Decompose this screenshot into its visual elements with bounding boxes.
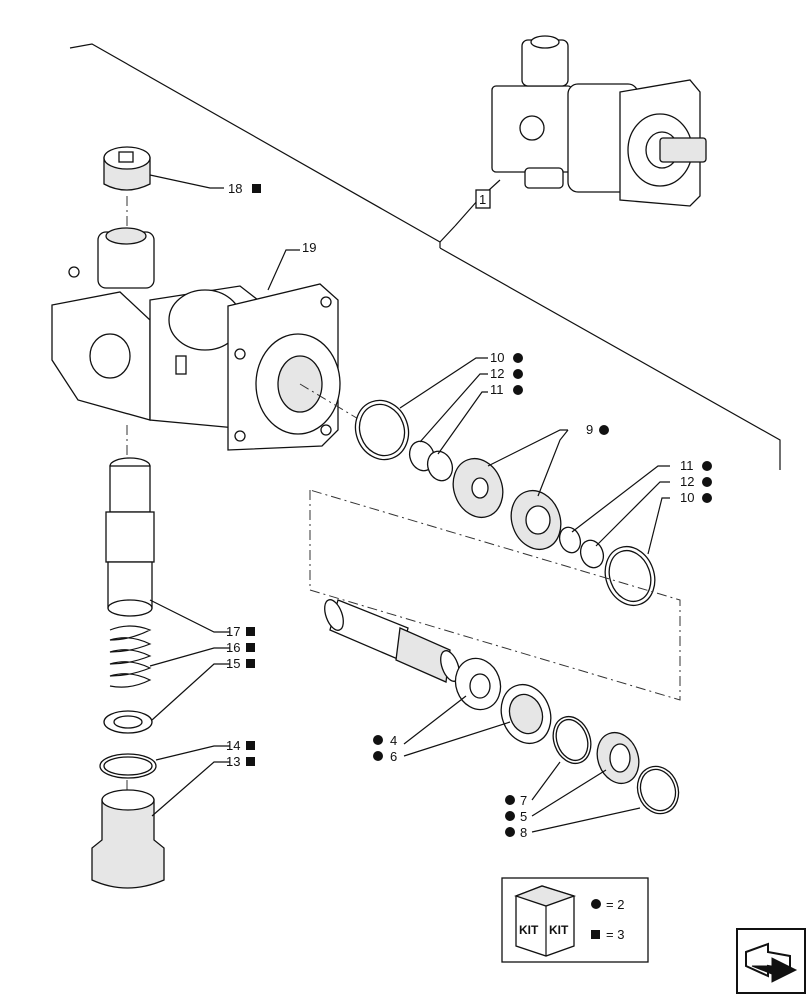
spring-part[interactable] — [109, 625, 152, 688]
callout-label: 7 — [520, 793, 527, 808]
callout-8[interactable]: 8 — [505, 825, 527, 840]
backup-ring-lower-part[interactable] — [556, 524, 584, 555]
callout-label: 13 — [226, 754, 240, 769]
filter-shaft-part[interactable] — [321, 597, 463, 684]
callout-label: 5 — [520, 809, 527, 824]
retaining-ring-part[interactable] — [631, 761, 685, 820]
next-page-button[interactable] — [736, 928, 806, 994]
callout-label: 11 — [490, 382, 504, 397]
callout-1[interactable]: 1 — [475, 189, 491, 209]
seal-ring-lower-part[interactable] — [597, 540, 663, 613]
callout-9[interactable]: 9 — [586, 422, 609, 437]
arrow-next-icon — [745, 942, 798, 983]
circle-marker-icon — [702, 461, 712, 471]
callout-label: 12 — [490, 366, 504, 381]
callout-7[interactable]: 7 — [505, 793, 527, 808]
callout-label: 8 — [520, 825, 527, 840]
bearing-seal-part[interactable] — [503, 484, 569, 557]
callout-label: 10 — [680, 490, 694, 505]
callout-12-lower[interactable]: 12 — [680, 474, 712, 489]
callout-label: 14 — [226, 738, 240, 753]
assembly-boundary — [69, 43, 781, 470]
square-marker-icon — [246, 643, 255, 652]
square-marker-icon — [246, 757, 255, 766]
callout-label: 15 — [226, 656, 240, 671]
kit-box-icon: KIT KIT — [514, 885, 577, 957]
square-marker-icon — [246, 659, 255, 668]
callout-label: 18 — [228, 181, 242, 196]
callout-15[interactable]: 15 — [226, 656, 255, 671]
circle-marker-icon — [591, 899, 601, 909]
circle-marker-icon — [513, 353, 523, 363]
callout-label: 17 — [226, 624, 240, 639]
circle-marker-icon — [513, 385, 523, 395]
callout-label: 19 — [302, 240, 316, 255]
callout-label: 12 — [680, 474, 694, 489]
callout-18[interactable]: 18 — [228, 181, 261, 196]
circle-marker-icon — [702, 477, 712, 487]
square-marker-icon — [252, 184, 261, 193]
circle-marker-icon — [505, 827, 515, 837]
callout-19[interactable]: 19 — [302, 240, 316, 255]
callout-17[interactable]: 17 — [226, 624, 255, 639]
legend-circle-text: = 2 — [606, 897, 624, 912]
circle-marker-icon — [505, 795, 515, 805]
kit-label-left: KIT — [519, 923, 539, 937]
callout-14[interactable]: 14 — [226, 738, 255, 753]
kit-label-right: KIT — [549, 923, 569, 937]
circle-marker-icon — [513, 369, 523, 379]
kit-legend: KIT KIT = 2 = 3 — [501, 877, 649, 963]
o-ring-small-part[interactable] — [547, 711, 597, 768]
plug-part[interactable] — [103, 146, 151, 191]
circle-marker-icon — [373, 751, 383, 761]
circle-marker-icon — [505, 811, 515, 821]
callout-label: 9 — [586, 422, 593, 437]
legend-square-text: = 3 — [606, 927, 624, 942]
callout-10-lower[interactable]: 10 — [680, 490, 712, 505]
pump-body-part[interactable] — [51, 227, 341, 451]
circle-marker-icon — [373, 735, 383, 745]
callout-5[interactable]: 5 — [505, 809, 527, 824]
callout-label: 6 — [390, 749, 397, 764]
square-marker-icon — [246, 741, 255, 750]
callout-label: 10 — [490, 350, 504, 365]
callout-11-lower[interactable]: 11 — [680, 458, 712, 473]
callout-13[interactable]: 13 — [226, 754, 255, 769]
bearing-part[interactable] — [590, 727, 645, 790]
snap-ring-lower-part[interactable] — [577, 537, 607, 571]
leader-lines — [149, 174, 670, 833]
callout-label: 4 — [390, 733, 397, 748]
pump-assembly-thumbnail[interactable] — [491, 35, 707, 207]
seal-bushing-part[interactable] — [493, 678, 559, 751]
o-ring-part[interactable] — [99, 753, 157, 779]
callout-16[interactable]: 16 — [226, 640, 255, 655]
callout-4[interactable]: 4 — [373, 733, 397, 748]
square-marker-icon — [246, 627, 255, 636]
seal-disc-part[interactable] — [448, 652, 507, 716]
callout-11-upper[interactable]: 11 — [490, 382, 523, 397]
seal-ring-part[interactable] — [347, 393, 416, 467]
spool-part[interactable] — [105, 457, 155, 617]
bearing-disc-part[interactable] — [445, 452, 511, 525]
backup-ring-part[interactable] — [424, 448, 457, 484]
callout-label: 1 — [479, 192, 486, 207]
end-plug-part[interactable] — [91, 789, 165, 889]
callout-10-upper[interactable]: 10 — [490, 350, 523, 365]
callout-6[interactable]: 6 — [373, 749, 397, 764]
callout-label: 16 — [226, 640, 240, 655]
washer-part[interactable] — [103, 710, 153, 734]
square-marker-icon — [591, 930, 600, 939]
callout-12-upper[interactable]: 12 — [490, 366, 523, 381]
callout-label: 11 — [680, 458, 694, 473]
circle-marker-icon — [599, 425, 609, 435]
circle-marker-icon — [702, 493, 712, 503]
